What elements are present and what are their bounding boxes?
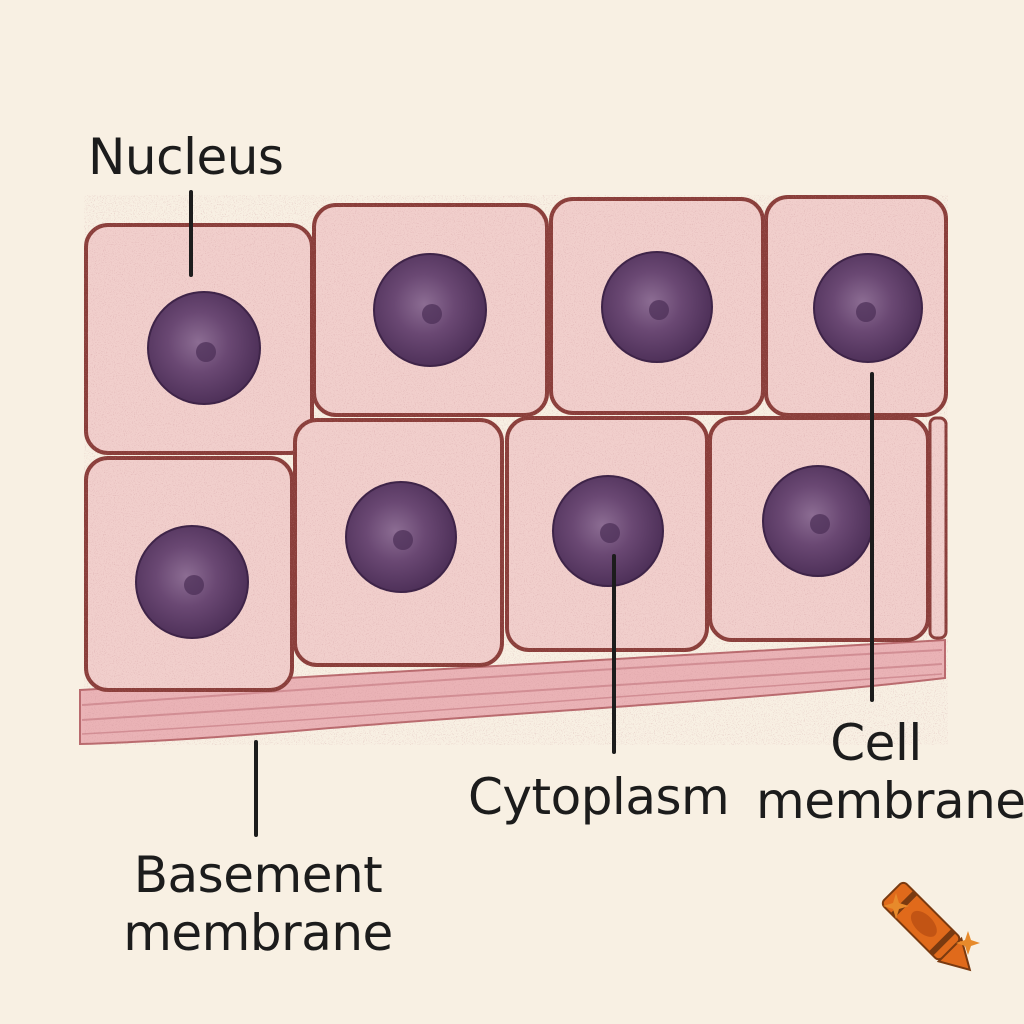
nucleolus	[393, 530, 413, 550]
cell-membrane-label: Cell membrane	[756, 714, 1024, 830]
nucleolus	[422, 304, 442, 324]
nucleolus	[196, 342, 216, 362]
nucleus-label-text: Nucleus	[88, 128, 284, 186]
nucleolus	[856, 302, 876, 322]
nucleus-label: Nucleus	[88, 128, 284, 186]
cytoplasm-label: Cytoplasm	[468, 768, 730, 826]
sparkle-icon	[956, 931, 980, 955]
nucleolus	[184, 575, 204, 595]
cell-membrane-label-line1: Cell	[830, 714, 922, 772]
cytoplasm-label-text: Cytoplasm	[468, 768, 730, 826]
nucleolus	[649, 300, 669, 320]
cell-membrane-label-line2: membrane	[756, 772, 1024, 830]
nucleolus	[600, 523, 620, 543]
sparkle-icon	[883, 893, 909, 919]
crayon-icon	[881, 881, 972, 972]
basement-membrane-label-line1: Basement	[133, 846, 383, 904]
basement-membrane-label: Basement membrane	[118, 846, 398, 962]
nuclei	[135, 251, 923, 639]
nucleolus	[810, 514, 830, 534]
leader-lines	[189, 190, 874, 837]
basement-membrane-label-line2: membrane	[123, 904, 393, 962]
